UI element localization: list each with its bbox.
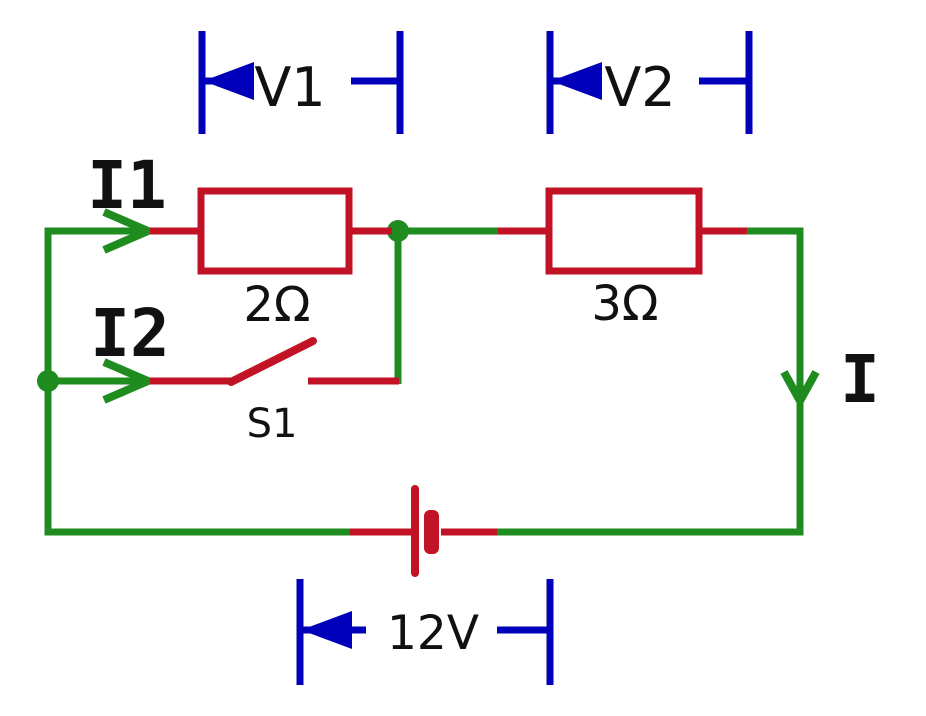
resistor-r1: 2Ω [150,187,392,333]
v12-arrow-icon [301,611,352,649]
i1-arrow-icon [102,208,159,254]
i1-label: I1 [87,147,166,224]
v1-measurement: V1 [198,31,404,134]
v1-label: V1 [254,56,325,119]
i-down-arrow-icon [780,370,820,410]
wire-right-loop [495,227,804,536]
i2-label: I2 [90,295,169,372]
v2-label: V2 [604,56,675,119]
switch-s1: S1 [150,337,399,447]
i-total-label: I [840,341,880,418]
s1-name-label: S1 [247,401,298,447]
s1-blade [227,337,317,386]
battery-plate-short [424,510,439,554]
r1-value-label: 2Ω [243,277,310,333]
battery-voltage-label: 12V [387,606,479,661]
v1-arrow-icon [203,62,254,100]
current-arrows [102,208,820,410]
battery-12v [350,485,497,577]
battery-voltage-measurement: 12V [296,579,554,685]
junction-dot-mid [387,220,409,242]
v2-arrow-icon [551,62,602,100]
junction-dot-left [37,370,59,392]
v2-measurement: V2 [546,31,753,134]
current-labels: I1 I2 I [87,147,880,418]
circuit-wires [37,220,804,536]
r2-body [545,187,703,275]
i2-arrow-icon [102,358,159,404]
resistor-r2: 3Ω [498,187,747,332]
r2-value-label: 3Ω [591,276,658,332]
r1-body [197,187,353,275]
